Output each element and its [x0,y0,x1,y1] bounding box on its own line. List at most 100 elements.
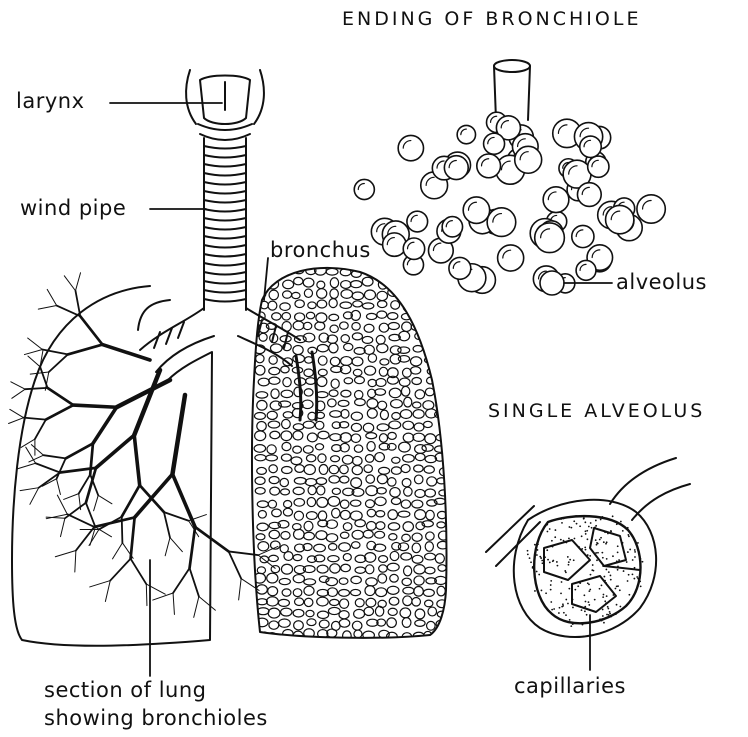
alveolus-texture [330,278,338,288]
bronchiole-branch [134,370,160,435]
stipple-dot [596,542,598,544]
alveolus-texture [449,378,458,388]
stipple-dot [642,561,644,563]
alveolus-texture [427,368,436,375]
alveolus-texture [448,509,459,516]
alveolus-texture [400,281,411,288]
bronchiole-branch [55,551,76,557]
alveolus-texture [268,608,280,618]
alveolus-texture [317,377,327,387]
stipple-dot [568,537,570,539]
stipple-dot [536,571,538,573]
alveolus-texture [365,565,373,574]
stipple-dot [591,527,593,529]
alveolus-texture [306,455,315,462]
alveolus-texture [366,475,375,483]
alveolus-texture [448,498,459,507]
alveolus-bubble [535,223,565,253]
stipple-dot [595,539,597,541]
alveolus-texture [330,411,342,418]
alveolus-texture [388,478,396,487]
stipple-dot [585,530,587,532]
alveolus-texture [377,475,387,484]
alveolus-texture [423,589,434,596]
alveolus-texture [350,281,362,288]
stipple-dot [600,519,602,521]
alveolus-texture [270,267,278,277]
stipple-dot [530,561,532,563]
stipple-dot [628,574,630,576]
alveolus-texture [404,566,412,576]
stipple-dot [584,610,586,612]
alveolus-texture [377,267,385,277]
stipple-dot [617,551,619,553]
bronchiole-branch [64,494,79,500]
bronchiole-branch [170,538,182,552]
alveolus-bubble [398,135,423,160]
stipple-dot [565,571,567,573]
stipple-dot [574,538,576,540]
alveolus-texture [415,453,425,460]
stipple-dot [547,531,549,533]
alveolus-texture [392,413,401,420]
alveolus-texture [307,433,317,442]
alveolus-texture [259,333,267,341]
alveolus-bubble [637,195,665,223]
alveolus-texture [343,523,352,531]
stipple-dot [536,554,538,556]
bronchiole-branch [35,420,46,440]
alveolus-texture [378,574,387,583]
alveolus-texture [257,523,268,531]
bronchiole-branch [229,551,242,578]
alveolus-texture [293,609,304,617]
stipple-dot [617,545,619,547]
stipple-dot [537,543,539,545]
single-alveolus-heading: SINGLE ALVEOLUS [488,400,705,422]
alveolus-texture [295,313,305,321]
showing-bronchioles-label: showing bronchioles [44,706,268,730]
alveolus-texture [293,321,304,330]
stipple-dot [550,589,552,591]
bronchiole-branch [24,349,42,354]
stipple-dot [607,606,609,608]
alveolus-texture [414,576,424,585]
stipple-dot [616,560,618,562]
stipple-dot [627,527,629,529]
alveolus-label: alveolus [616,270,707,294]
alveolus-texture [254,413,265,420]
alveolus-texture [425,567,435,574]
stipple-dot [602,615,604,617]
alveolus-bubble [580,136,601,157]
alveolus-bubble [449,257,471,279]
alveolus-texture [282,442,291,450]
alveolus-texture [438,565,446,572]
alveolus-texture [450,630,459,640]
alveolus-texture [377,291,388,300]
stipple-dot [584,606,586,608]
alveolus-bubble [572,225,594,247]
bronchiole-branch [94,517,134,527]
bronchiole-ending-drawing [354,60,665,295]
alveolus-texture [415,620,425,626]
alveolus-bubble [407,211,428,232]
alveolus-texture [367,442,375,452]
alveolus-texture [331,456,340,462]
alveolus-texture [303,333,315,342]
alveolus-texture [400,608,411,618]
stipple-dot [636,576,638,578]
alveolus-texture [390,354,401,364]
alveolus-texture [340,510,350,519]
alveolus-texture [308,302,316,309]
stipple-dot [568,561,570,563]
alveolus-texture [350,511,362,520]
alveolus-bubble [606,205,634,233]
alveolus-texture [340,500,349,508]
stipple-dot [609,611,611,613]
alveolus-texture [269,356,277,364]
stipple-dot [609,613,611,615]
stipple-dot [563,518,565,520]
alveolus-texture [447,487,458,494]
alveolus-texture [388,322,399,329]
alveolus-texture [281,489,290,495]
alveolus-texture [435,554,444,563]
